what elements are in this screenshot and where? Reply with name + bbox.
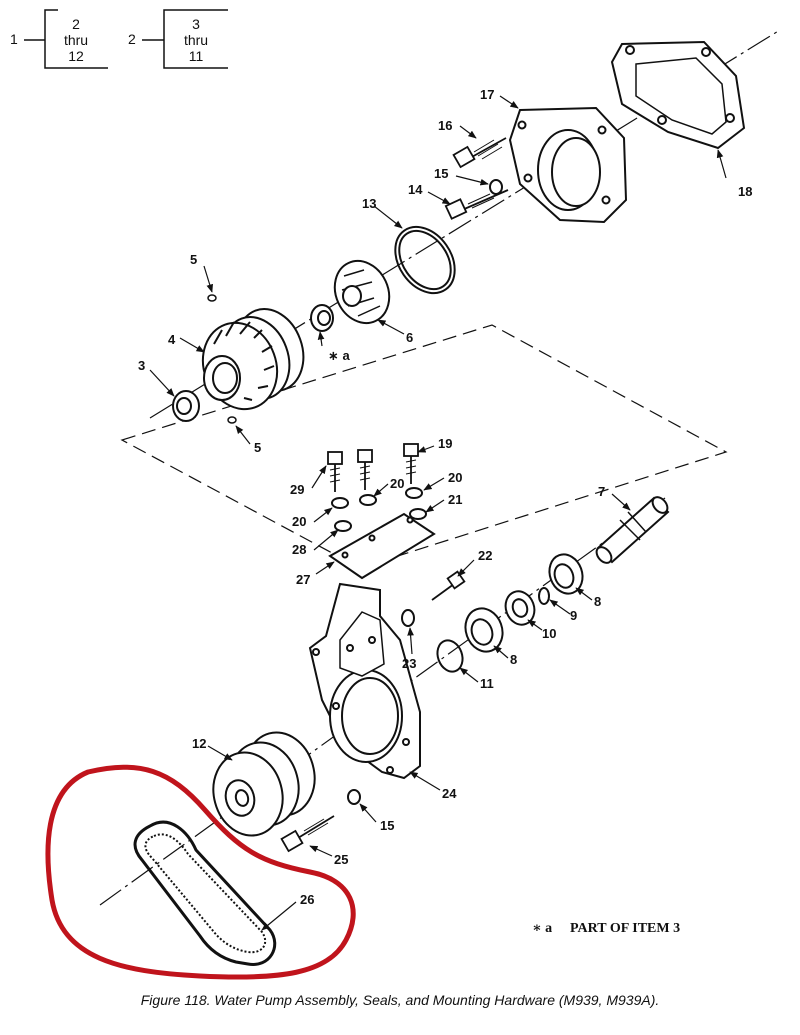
callout-27: 27 bbox=[296, 572, 310, 587]
callout-29: 29 bbox=[290, 482, 304, 497]
o-ring-part-13 bbox=[394, 225, 456, 295]
bolt-part-14 bbox=[444, 189, 509, 220]
washer-part-21 bbox=[409, 508, 427, 520]
callout-9: 9 bbox=[570, 608, 577, 623]
bolt-part-25 bbox=[280, 815, 335, 853]
callout-3: 3 bbox=[138, 358, 145, 373]
bearing-part-3 bbox=[172, 390, 200, 422]
callout-13: 13 bbox=[362, 196, 376, 211]
pulley-part-12 bbox=[212, 731, 316, 837]
callout-12: 12 bbox=[192, 736, 206, 751]
shaft-part-7 bbox=[595, 496, 670, 564]
seal-part-a bbox=[310, 304, 334, 332]
bolt-part-29 bbox=[327, 451, 343, 492]
callout-23: 23 bbox=[402, 656, 416, 671]
svg-text:2: 2 bbox=[128, 31, 136, 47]
legend-box-1: 1 2 thru 12 bbox=[10, 9, 108, 69]
callout-14: 14 bbox=[408, 182, 423, 197]
figure-caption: Figure 118. Water Pump Assembly, Seals, … bbox=[140, 992, 660, 1008]
pump-housing-part-17 bbox=[508, 106, 628, 224]
callout-20-left: 20 bbox=[292, 514, 306, 529]
callout-10: 10 bbox=[542, 626, 556, 641]
bearing-part-8-upper bbox=[548, 553, 584, 595]
note-text: PART OF ITEM 3 bbox=[570, 921, 680, 936]
bolt-part-22 bbox=[431, 570, 466, 601]
washer-part-20-middle bbox=[359, 494, 377, 506]
callout-21: 21 bbox=[448, 492, 462, 507]
callout-19: 19 bbox=[438, 436, 452, 451]
spacer-part-10 bbox=[504, 590, 536, 626]
callout-6: 6 bbox=[406, 330, 413, 345]
plate-part-27 bbox=[328, 512, 436, 580]
svg-text:1: 1 bbox=[10, 31, 18, 47]
callout-24: 24 bbox=[442, 786, 457, 801]
callout-20-right: 20 bbox=[448, 470, 462, 485]
callout-25: 25 bbox=[334, 852, 348, 867]
bolt-middle bbox=[357, 449, 373, 490]
snap-ring-part-11 bbox=[436, 639, 464, 673]
callout-22: 22 bbox=[478, 548, 492, 563]
callout-4: 4 bbox=[168, 332, 176, 347]
callout-a: ∗ a bbox=[328, 348, 351, 363]
highlight-circle bbox=[45, 764, 356, 980]
seal-part-9 bbox=[538, 587, 550, 605]
nut-part-23 bbox=[401, 609, 415, 627]
callout-15-upper: 15 bbox=[434, 166, 448, 181]
callout-18: 18 bbox=[738, 184, 752, 199]
pulley-hub-part-4 bbox=[201, 308, 305, 411]
pin-part-5-lower bbox=[227, 416, 237, 424]
callout-8-upper: 8 bbox=[594, 594, 601, 609]
part-note: ∗ a PART OF ITEM 3 bbox=[532, 921, 680, 936]
callout-15-lower: 15 bbox=[380, 818, 394, 833]
callout-8-lower: 8 bbox=[510, 652, 517, 667]
callout-5-upper: 5 bbox=[190, 252, 197, 267]
callout-5-lower: 5 bbox=[254, 440, 261, 455]
belt-part-26 bbox=[133, 820, 277, 966]
bolt-part-19 bbox=[403, 443, 419, 484]
washer-part-20-right bbox=[405, 487, 423, 499]
callout-11: 11 bbox=[480, 676, 494, 691]
svg-text:12: 12 bbox=[68, 48, 84, 64]
callout-28: 28 bbox=[292, 542, 306, 557]
washer-part-20-left bbox=[331, 497, 349, 509]
callouts bbox=[149, 95, 727, 931]
washer-part-15-lower bbox=[347, 789, 361, 805]
svg-text:thru: thru bbox=[64, 32, 88, 48]
svg-text:11: 11 bbox=[189, 48, 204, 64]
dashed-boundary bbox=[120, 324, 728, 569]
callout-17: 17 bbox=[480, 87, 494, 102]
impeller-part-6 bbox=[333, 259, 391, 325]
washer-part-15-upper bbox=[489, 179, 503, 195]
callout-26: 26 bbox=[300, 892, 314, 907]
bracket-part-24 bbox=[308, 582, 421, 780]
bolt-part-16 bbox=[452, 137, 507, 169]
pin-part-5-upper bbox=[207, 294, 217, 302]
gasket-part-18 bbox=[610, 40, 746, 150]
callout-7: 7 bbox=[598, 484, 605, 499]
note-symbol: ∗ a bbox=[532, 921, 552, 936]
svg-text:3: 3 bbox=[192, 16, 200, 32]
washer-part-28 bbox=[334, 520, 352, 532]
callout-16: 16 bbox=[438, 118, 452, 133]
callout-20-middle: 20 bbox=[390, 476, 404, 491]
svg-text:thru: thru bbox=[184, 32, 208, 48]
callout-labels: 17 18 16 15 14 13 5 6 ∗ a 4 3 5 7 22 8 9… bbox=[138, 87, 752, 907]
legend-box-2: 2 3 thru 11 bbox=[128, 9, 228, 69]
bearing-part-8-lower bbox=[464, 607, 504, 653]
svg-text:2: 2 bbox=[72, 16, 80, 32]
